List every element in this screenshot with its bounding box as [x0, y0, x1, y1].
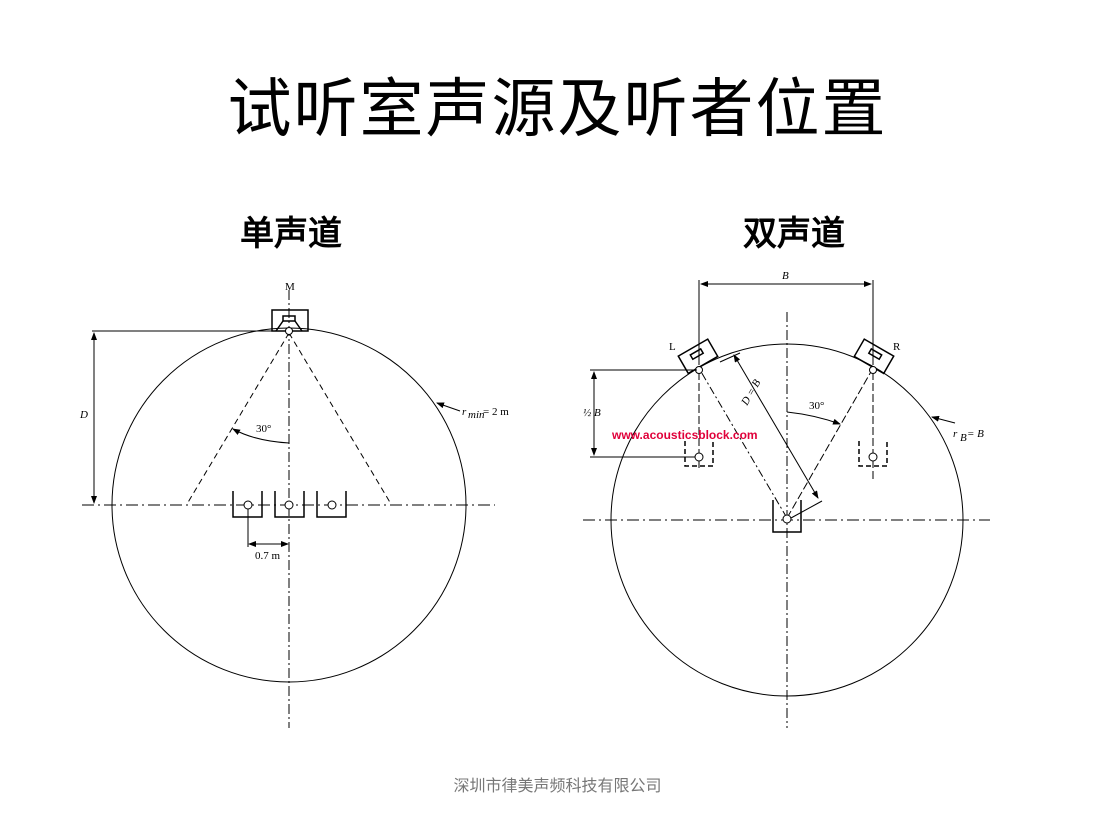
slide-title: 试听室声源及听者位置 [227, 73, 888, 147]
stereo-radius-r: r [953, 428, 958, 440]
stereo-seat [772, 500, 802, 533]
mono-speaker-label: M [285, 281, 295, 293]
mono-radius-sub: min [468, 409, 485, 421]
stereo-diagram [583, 280, 990, 728]
mono-heading: 单声道 [240, 214, 342, 254]
stereo-heading: 双声道 [743, 214, 845, 254]
mono-radius-value: = 2 m [483, 406, 509, 418]
stereo-angle-label: 30° [809, 400, 824, 412]
stereo-radius-sub: B [960, 432, 967, 444]
stereo-left-speaker [677, 338, 719, 375]
stereo-alt-seats [684, 441, 888, 467]
stereo-right-speaker [853, 338, 895, 375]
stereo-radius-value: = B [967, 428, 984, 440]
mono-diagram [82, 290, 495, 728]
footer-company: 深圳市律美声频科技有限公司 [453, 776, 662, 795]
mono-angle-label: 30° [256, 423, 271, 435]
stereo-half-base-label: ½ B [583, 407, 601, 419]
mono-radius-r: r [462, 406, 467, 418]
stereo-right-label: R [893, 341, 901, 353]
mono-spacing-label: 0.7 m [255, 550, 281, 562]
watermark: www.acousticsblock.com [611, 428, 758, 442]
stereo-left-label: L [669, 341, 676, 353]
stereo-base-label: B [782, 270, 789, 282]
stereo-distance-label: D = B [739, 377, 764, 408]
mono-distance-label: D [79, 409, 88, 421]
